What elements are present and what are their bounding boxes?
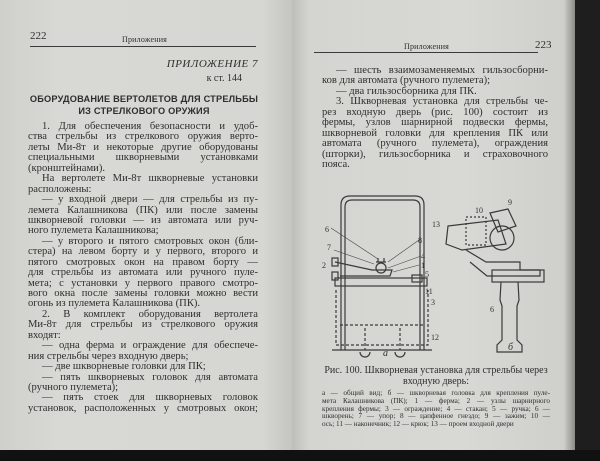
text-line: — шесть взаимозаменяемых гильзосборни- xyxy=(336,65,548,76)
label-6b: 6 xyxy=(490,305,494,314)
label-5: 5 xyxy=(425,270,429,279)
label-8: 8 xyxy=(418,236,422,245)
figure-a-general-view xyxy=(331,195,432,358)
running-head: Приложения xyxy=(122,35,168,44)
text-line: 1. Для обеспечения безопасности и удоб- xyxy=(42,121,258,132)
section-heading: ОБОРУДОВАНИЕ ВЕРТОЛЕТОВ ДЛЯ СТРЕЛЬБЫ ИЗ … xyxy=(28,93,260,117)
article-reference: к ст. 144 xyxy=(206,73,242,84)
label-3: 3 xyxy=(431,298,435,307)
text-line: — у второго и пятого смотровых окон (бли… xyxy=(42,235,258,247)
text-line: Ми-8т для стрельбы из стрелкового оружия xyxy=(28,319,258,331)
text-line: (шторки), гильзосборника и страховочного xyxy=(322,148,548,160)
text-line: На вертолете Ми-8т шкворневые установки xyxy=(42,173,258,185)
label-1: 1 xyxy=(421,261,425,270)
text-line: расположены: xyxy=(28,183,92,195)
figure-a-leader-lines xyxy=(330,227,422,273)
label-11: 11 xyxy=(425,287,433,296)
label-10: 10 xyxy=(475,206,483,215)
caption-line: входную дверь: xyxy=(403,376,469,387)
legend-line: мета Калашникова (ПК); 1 — ферма; 2 — уз… xyxy=(322,396,550,405)
text-line: автомата (ручного пулемета), ограждения xyxy=(322,138,548,150)
figure-b-pintle-head xyxy=(445,208,545,353)
text-line: — у входной двери — для стрельбы из пу- xyxy=(42,194,258,206)
page-number: 223 xyxy=(535,39,552,51)
label-4: 4 xyxy=(421,252,425,261)
legend-line: а — общий вид; б — шкворневая головка дл… xyxy=(322,389,550,397)
text-line: (ручного пулемета); xyxy=(28,381,119,393)
text-line: шкворневой головки для крепления ПК или xyxy=(322,127,548,139)
text-line: 2. В комплект оборудования вертолета xyxy=(42,308,258,320)
text-line: вого окна после замены головки можно вес… xyxy=(28,288,258,299)
text-line: стера) на левом борту и у первого, второ… xyxy=(28,246,258,258)
text-line: для стрельбы из автомата или ручного пул… xyxy=(28,267,258,279)
legend-line: крепления фермы; 3 — ограждение; 4 — ста… xyxy=(322,404,550,413)
text-line: входят: xyxy=(28,329,61,341)
label-12: 12 xyxy=(431,333,439,342)
text-line: установок, расположенных у смотровых око… xyxy=(28,402,258,414)
page-number: 222 xyxy=(30,30,47,42)
text-line: шкворневой головки — из автомата или руч… xyxy=(28,214,258,226)
right-page: Приложения 223 — шесть взаимозаменяемых … xyxy=(292,0,575,450)
text-line: специальными шкворневыми установками xyxy=(28,152,258,164)
caption-line: Рис. 100. Шкворневая установка для стрел… xyxy=(324,365,548,376)
legend-line: шкворень; 7 — упор; 8 — цапфенное гнездо… xyxy=(322,412,550,421)
label-13: 13 xyxy=(432,220,440,229)
header-rule xyxy=(30,46,256,47)
text-line: — пять стоек для шкворневых головок xyxy=(42,392,258,404)
subfigure-a-label: а xyxy=(383,348,388,359)
subfigure-b-label: б xyxy=(508,342,514,353)
text-line: (кронштейнами). xyxy=(28,162,106,174)
text-line: 3. Шкворневая установка для стрельбы че- xyxy=(336,96,548,108)
text-line: пояса. xyxy=(322,158,350,170)
appendix-label: ПРИЛОЖЕНИЕ 7 xyxy=(166,58,258,70)
label-9: 9 xyxy=(508,198,512,207)
heading-line: ОБОРУДОВАНИЕ ВЕРТОЛЕТОВ ДЛЯ СТРЕЛЬБЫ xyxy=(29,94,259,104)
text-line: пятого смотровых окон на правом борту — xyxy=(28,256,258,268)
figure-labels: 6 7 2 13 8 4 1 5 11 3 12 10 9 6 а б xyxy=(322,198,514,359)
body-text: 1. Для обеспечения безопасности и удоб-с… xyxy=(28,121,258,414)
legend-line: ось; 11 — наконечник; 12 — крюк; 13 — пр… xyxy=(322,420,514,429)
text-line: огонь из пулемета Калашникова (ПК). xyxy=(28,298,201,310)
heading-line: ИЗ СТРЕЛКОВОГО ОРУЖИЯ xyxy=(78,106,210,116)
label-6: 6 xyxy=(325,225,329,234)
text-line: ства стрельбы из стрелкового оружия верт… xyxy=(28,131,258,143)
text-line: рез входную дверь (рис. 100) состоит из xyxy=(322,106,548,118)
figure-legend: а — общий вид; б — шкворневая головка дл… xyxy=(322,389,550,429)
label-7: 7 xyxy=(327,243,331,252)
label-2: 2 xyxy=(322,261,326,270)
header-rule xyxy=(314,52,538,53)
text-line: — два гильзосборника для ПК. xyxy=(336,85,477,97)
text-line: ного пулемета Калашникова; xyxy=(28,225,159,237)
text-line: мета; с установки у первого правого смот… xyxy=(28,277,258,289)
text-line: — одна ферма и ограждение для обеспече- xyxy=(42,340,258,352)
figure-caption: Рис. 100. Шкворневая установка для стрел… xyxy=(322,365,550,387)
scan-bottom-edge xyxy=(0,450,600,461)
running-head: Приложения xyxy=(404,42,450,51)
text-line: лемета Калашникова (ПК) или после замены xyxy=(28,204,258,216)
text-line: — две шкворневые головки для ПК; xyxy=(42,361,206,373)
body-text: — шесть взаимозаменяемых гильзосборни-ко… xyxy=(322,65,548,170)
text-line: ков для автомата (ручного пулемета); xyxy=(322,75,491,87)
text-line: ния стрельбы через входную дверь; xyxy=(28,350,189,362)
left-page: 222 Приложения ПРИЛОЖЕНИЕ 7 к ст. 144 ОБ… xyxy=(0,0,292,450)
text-line: фермы, узлов шарнирной подвески фермы, xyxy=(322,117,548,129)
text-line: леты Ми-8т и некоторые другие оборудован… xyxy=(28,141,258,153)
text-line: — пять шкворневых головок для автомата xyxy=(42,371,258,383)
